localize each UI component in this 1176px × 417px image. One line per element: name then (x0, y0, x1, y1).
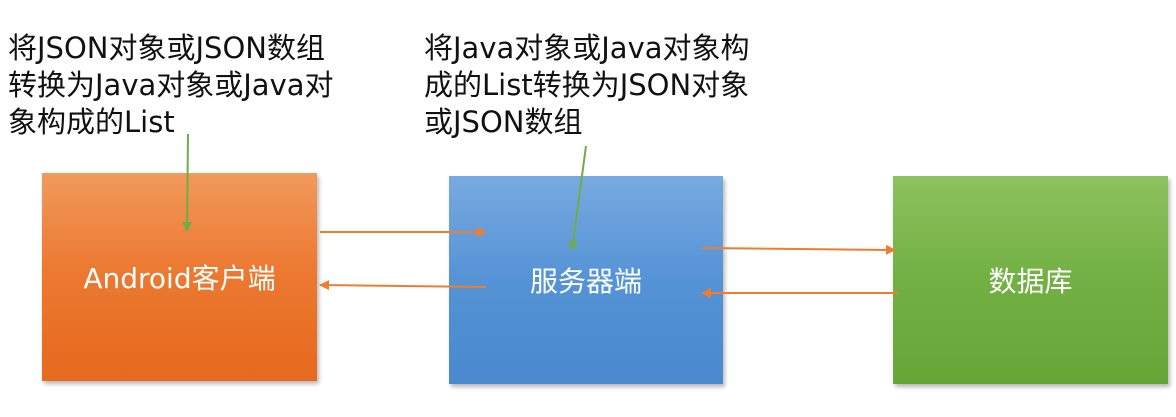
android-client-label: Android客户端 (83, 262, 276, 295)
caption-line: 象构成的List (8, 105, 175, 139)
caption-line: 成的List转换为JSON对象 (424, 68, 750, 102)
arrow-server-to-database (701, 244, 896, 255)
caption-line: 或JSON数组 (424, 105, 583, 139)
android-client-node: Android客户端 (42, 173, 317, 381)
server-node: 服务器端 (449, 176, 723, 384)
caption-line: 将Java对象或Java对象构 (424, 31, 750, 65)
server-label: 服务器端 (529, 265, 642, 298)
database-label: 数据库 (988, 265, 1073, 298)
database-node: 数据库 (893, 176, 1168, 384)
caption-json-to-java: 将JSON对象或JSON数组 转换为Java对象或Java对 象构成的List (8, 30, 334, 141)
caption-line: 将JSON对象或JSON数组 (8, 31, 325, 65)
caption-line: 转换为Java对象或Java对 (8, 68, 334, 102)
caption-java-to-json: 将Java对象或Java对象构 成的List转换为JSON对象 或JSON数组 (424, 30, 750, 141)
